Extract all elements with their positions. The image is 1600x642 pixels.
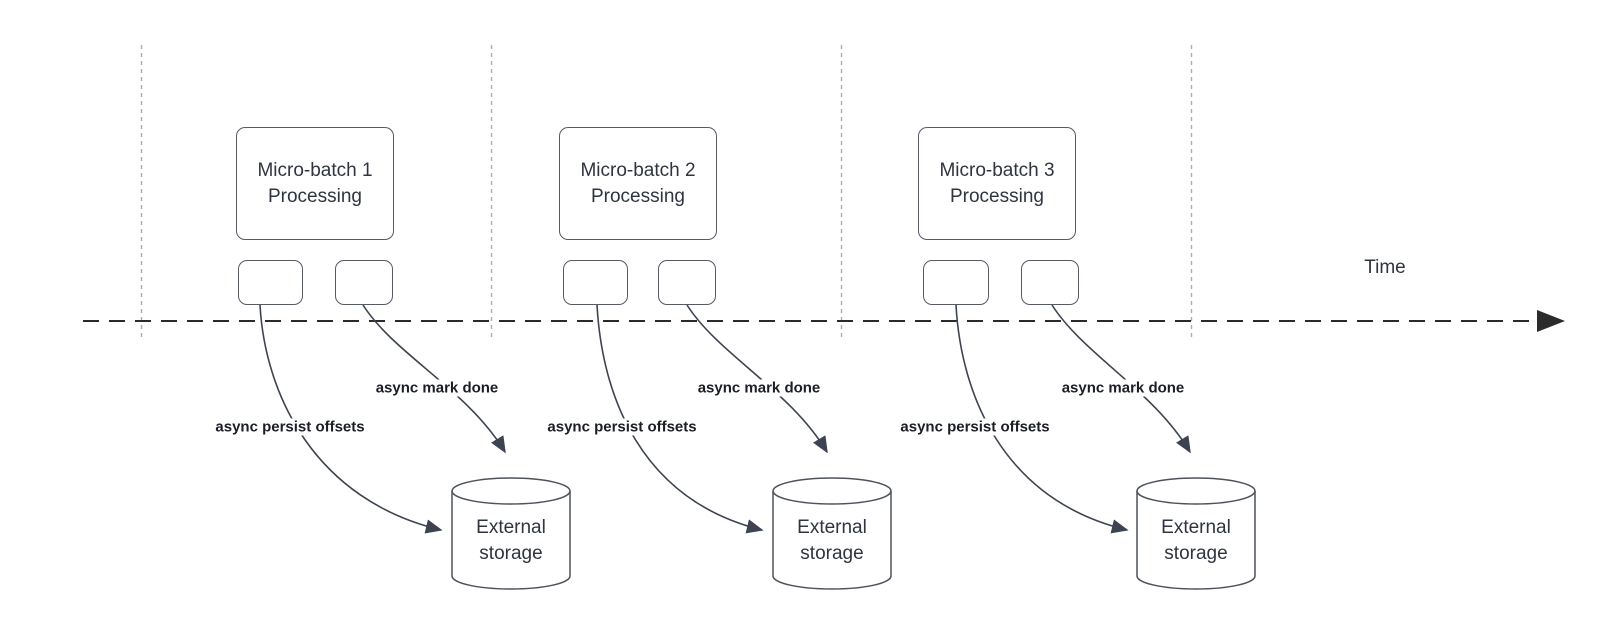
micro-batch-3-box: Micro-batch 3 Processing [918, 127, 1076, 240]
external-storage-label-3: External storage [1161, 517, 1231, 564]
external-storage-cylinder-3 [1136, 477, 1256, 590]
mark-done-arrow-1 [362, 304, 506, 454]
micro-batch-3-subtask-box-right [1021, 260, 1079, 305]
micro-batch-1-subtask-box-left [238, 260, 303, 305]
mark-done-label-1: async mark done [372, 379, 502, 397]
external-storage-label-2: External storage [797, 517, 867, 564]
external-storage-label-1: External storage [476, 517, 546, 564]
micro-batch-3-subtask-box-left [923, 260, 989, 305]
time-axis-label: Time [1364, 257, 1406, 278]
persist-offsets-label-2: async persist offsets [544, 418, 700, 436]
external-storage-cylinder-2 [772, 477, 892, 590]
persist-offsets-arrow-2 [596, 304, 764, 534]
mark-done-arrow-3 [1051, 304, 1191, 454]
mark-done-label-3: async mark done [1058, 379, 1188, 397]
micro-batch-2-subtask-box-right [658, 260, 716, 305]
persist-offsets-arrow-1 [259, 304, 443, 534]
micro-batch-1-subtask-box-right [335, 260, 393, 305]
micro-batch-2-title: Micro-batch 2 Processing [580, 159, 696, 207]
persist-offsets-label-1: async persist offsets [212, 418, 368, 436]
micro-batch-3-title: Micro-batch 3 Processing [939, 159, 1055, 207]
micro-batch-1-title: Micro-batch 1 Processing [257, 159, 373, 207]
micro-batch-2-box: Micro-batch 2 Processing [559, 127, 717, 240]
mark-done-arrow-2 [686, 304, 828, 454]
mark-done-label-2: async mark done [694, 379, 824, 397]
external-storage-cylinder-1 [451, 477, 571, 590]
persist-offsets-label-3: async persist offsets [897, 418, 1053, 436]
micro-batch-1-box: Micro-batch 1 Processing [236, 127, 394, 240]
micro-batch-2-subtask-box-left [563, 260, 628, 305]
persist-offsets-arrow-3 [955, 304, 1129, 534]
